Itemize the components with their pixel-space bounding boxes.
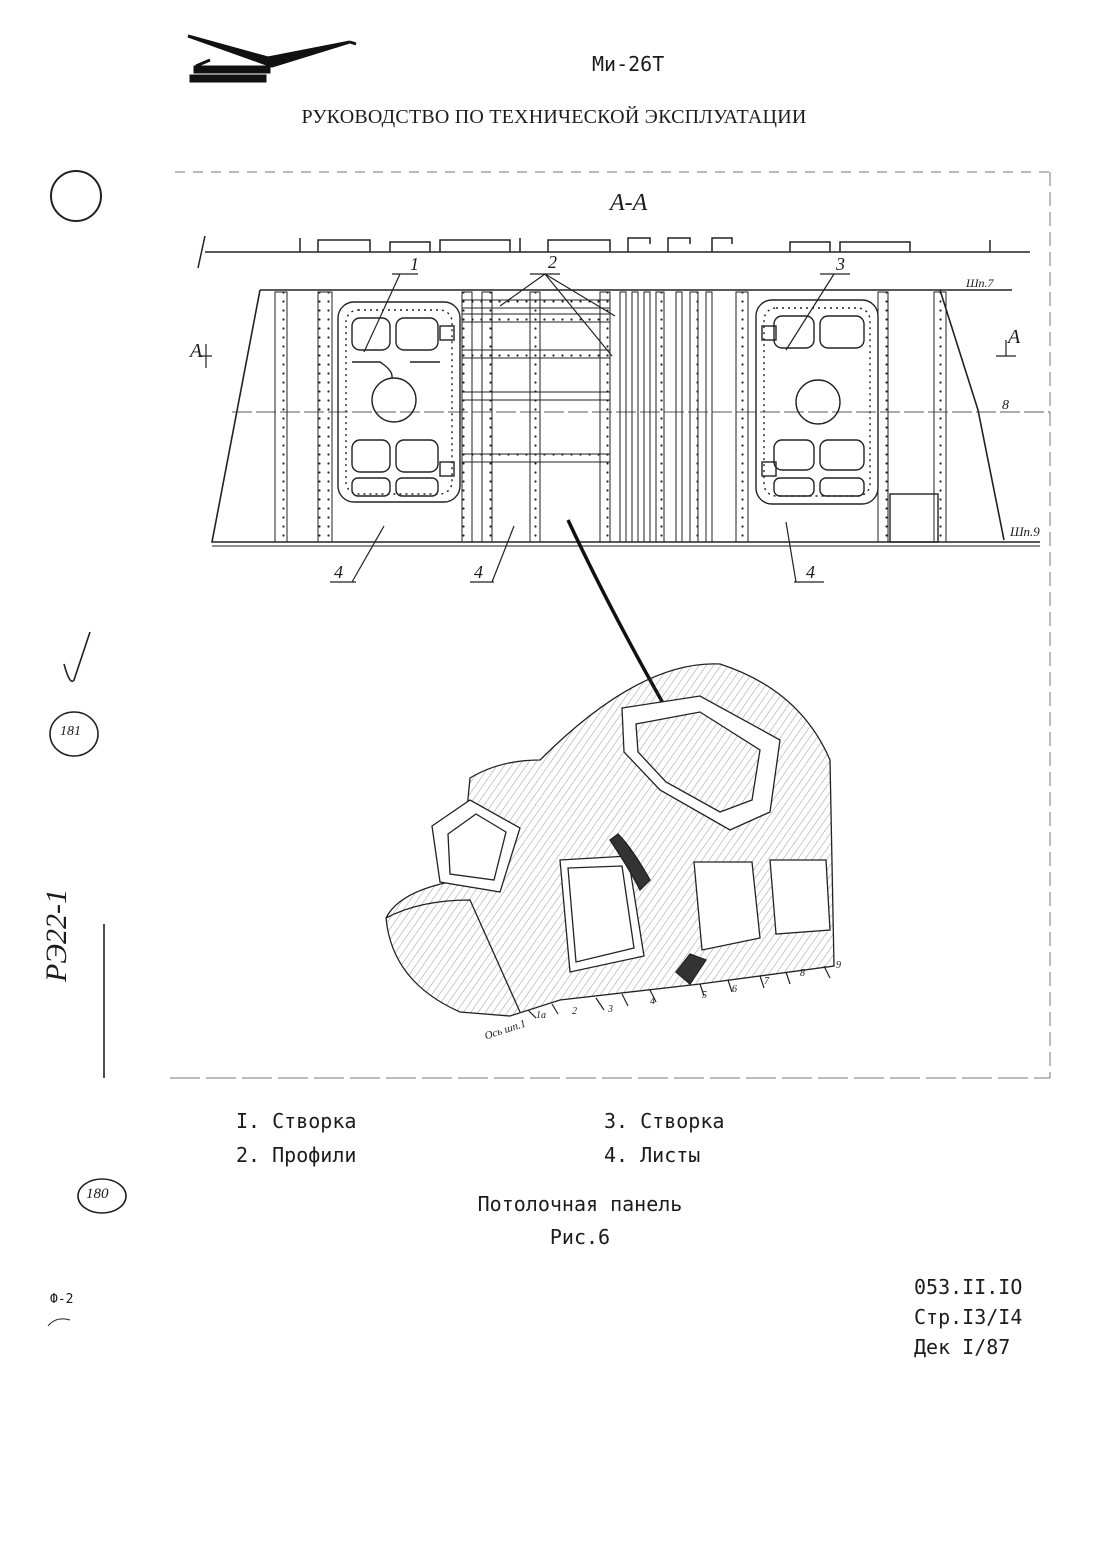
punch-hole-circle [50,170,102,222]
mil-logo [187,34,357,83]
section-top-profile [197,235,1030,269]
figure-border [170,171,1051,1079]
callout-4-right: 4 [806,562,815,582]
hatch-door-3 [755,299,939,543]
frame-label-7: Шп.7 [966,276,994,290]
legend-right: 3. Створка 4. Листы [604,1104,724,1172]
legend-item-1: I. Створка [236,1109,357,1133]
stamp-bottom-number: 180 [86,1186,109,1202]
callout-2: 2 [548,252,557,272]
form-mark: Ф-2 [50,1292,74,1307]
callout-3: 3 [836,254,845,274]
frame-number-2: 2 [572,1006,577,1017]
frame-label-8: 8 [1002,398,1009,413]
legend-item-2: 2. Профили [236,1143,357,1167]
callout-1: 1 [410,254,419,274]
doc-pages: Стр.I3/I4 [914,1305,1023,1329]
figure-caption: Потолочная панель Рис.6 [0,1188,1108,1254]
frame-number-1a: 1а [536,1010,546,1021]
stamp-top-number: 181 [60,724,81,739]
section-mark-left: А [190,340,203,362]
cockpit-3d-view [385,663,835,1017]
frame-number-6: 6 [732,984,737,995]
legend-left: I. Створка 2. Профили [236,1104,356,1172]
ceiling-panel-outline [211,289,1050,547]
callout-4-center: 4 [474,562,483,582]
hatch-door-1 [337,301,461,503]
frame-number-8: 8 [800,968,805,979]
frame-label-9: Шп.9 [1010,524,1040,539]
frame-ticks [527,965,831,1019]
caption-figure-number: Рис.6 [549,1225,611,1249]
section-label: А-А [610,190,648,216]
margin-stamps [47,631,127,1327]
frame-number-3: 3 [608,1004,613,1015]
document-code: 053.II.IO Стр.I3/I4 Дек I/87 [914,1272,1022,1362]
aircraft-model: Ми-26Т [592,52,665,76]
callout-leaders [200,273,1016,583]
manual-title: РУКОВОДСТВО ПО ТЕХНИЧЕСКОЙ ЭКСПЛУАТАЦИИ [301,106,807,128]
frame-number-9: 9 [836,960,841,971]
section-mark-right: А [1008,326,1021,348]
legend-item-3: 3. Створка [604,1109,725,1133]
doc-section: 053.II.IO [914,1275,1023,1299]
caption-title: Потолочная панель [477,1192,683,1216]
legend-item-4: 4. Листы [604,1143,701,1167]
frame-number-4: 4 [650,996,655,1007]
vertical-note: РЭ22-1 [40,889,73,982]
frame-number-5: 5 [702,990,707,1001]
frame-number-7: 7 [764,976,769,987]
callout-4-left: 4 [334,562,343,582]
stringer-strips [274,291,947,543]
doc-date: Дек I/87 [914,1335,1011,1359]
